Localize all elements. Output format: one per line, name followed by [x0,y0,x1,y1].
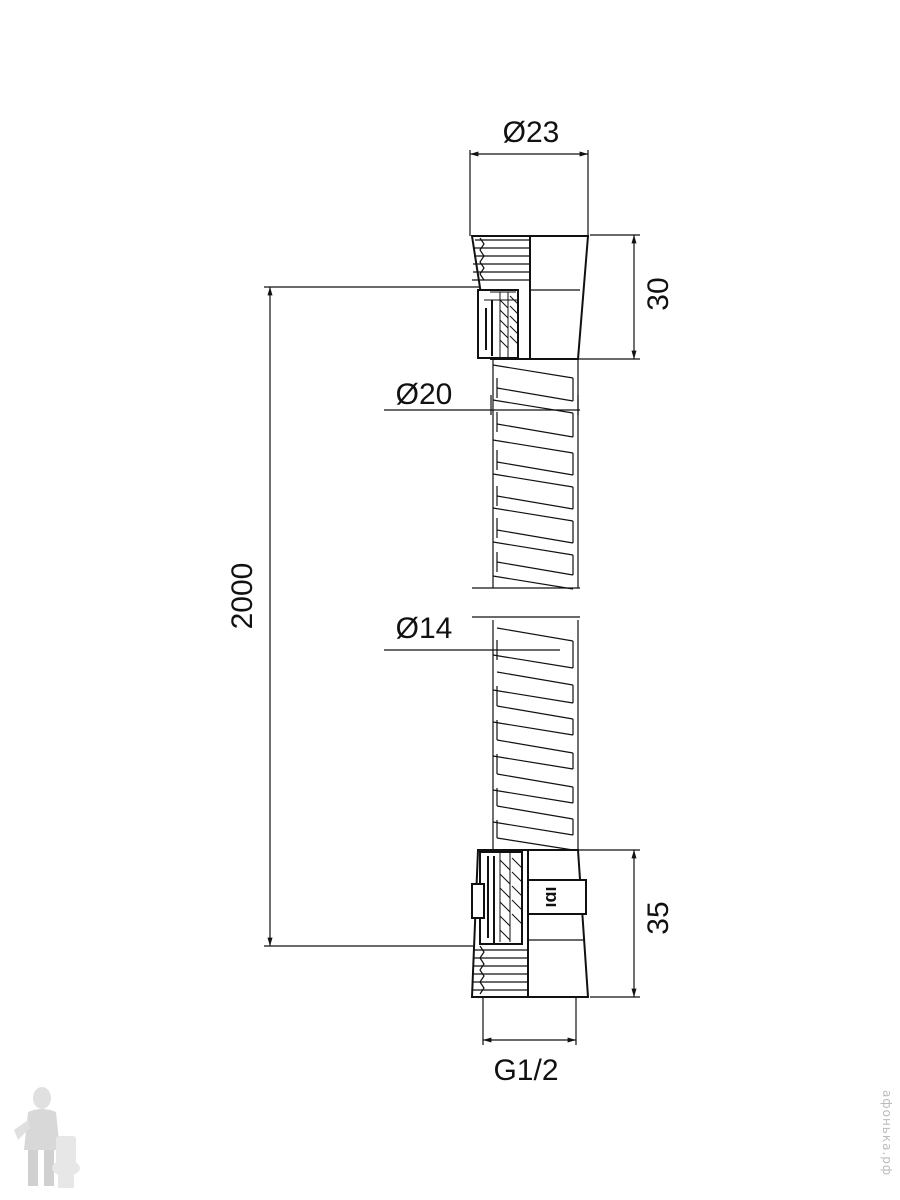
dim-outer-diameter: Ø20 [384,378,580,415]
fitting-brand-mark: ıɒı [542,887,562,908]
bottom-section-hatch [471,851,523,945]
bottom-thread-teeth [472,945,528,995]
dim-bottom-height-label: 35 [642,901,675,934]
dim-top-height: 30 [578,234,675,360]
watermark-text: афонька.рф [880,1090,894,1177]
dim-inner-diameter: Ø14 [384,612,560,651]
dim-thread: G1/2 [482,998,577,1087]
dim-thread-label: G1/2 [493,1054,558,1087]
dim-inner-diameter-label: Ø14 [396,612,453,645]
dim-outer-diameter-label: Ø20 [396,378,453,411]
hose-break [472,587,580,618]
plumber-with-toilet-icon [14,1087,80,1188]
top-section-hatch [477,289,519,359]
hose-lower [492,620,579,851]
bottom-fitting: ıɒı [470,849,590,998]
bottom-fitting-ring [527,879,587,915]
dim-total-length: 2000 [226,286,483,947]
dim-bottom-height: 35 [578,849,675,998]
hose-upper [492,360,579,590]
top-fitting [470,235,590,360]
top-thread-teeth [472,237,530,281]
dim-top-height-label: 30 [642,277,675,310]
dim-top-diameter-label: Ø23 [503,116,560,149]
dim-total-length-label: 2000 [226,563,259,630]
dim-top-diameter: Ø23 [469,116,589,236]
